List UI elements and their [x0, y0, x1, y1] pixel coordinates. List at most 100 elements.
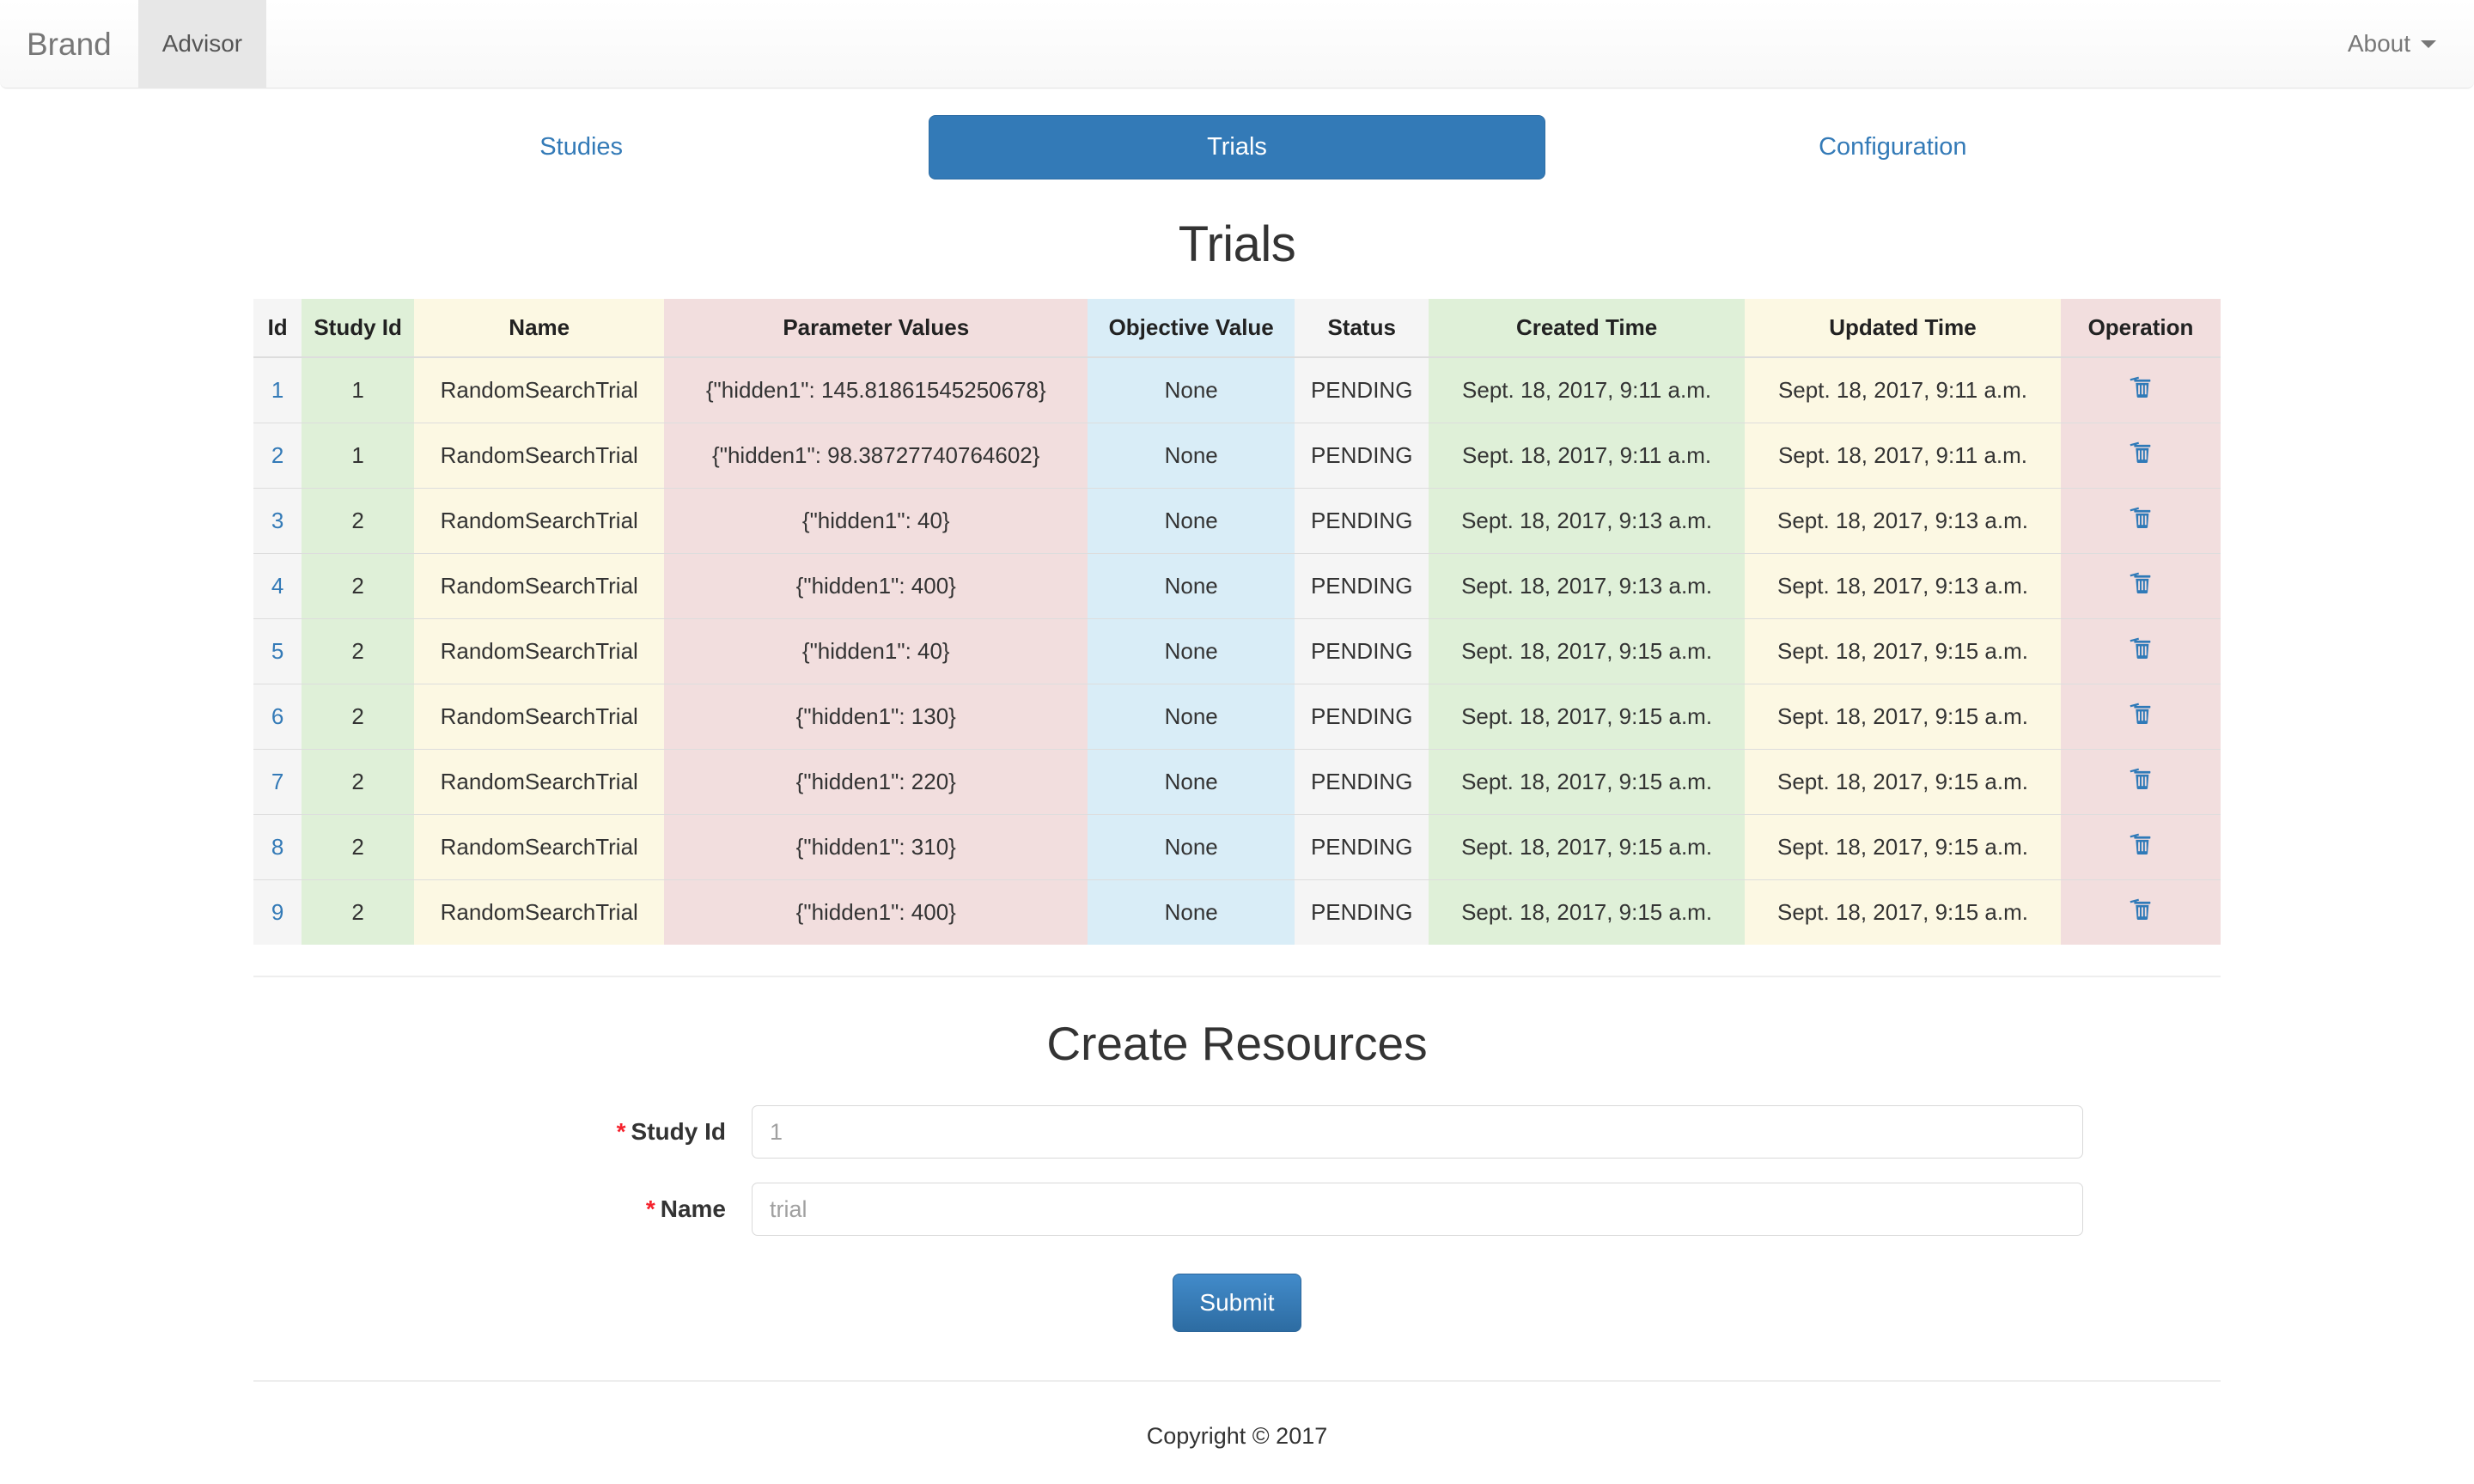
cell-status: PENDING — [1295, 618, 1429, 684]
trial-id-link[interactable]: 3 — [271, 508, 284, 533]
cell-created-time: Sept. 18, 2017, 9:11 a.m. — [1429, 356, 1746, 423]
trial-id-link[interactable]: 2 — [271, 442, 284, 468]
trial-id-link[interactable]: 5 — [271, 638, 284, 664]
cell-operation — [2060, 356, 2221, 423]
cell-objective-value: None — [1088, 749, 1295, 815]
label-name: *Name — [253, 1195, 752, 1223]
tab-configuration[interactable]: Configuration — [1819, 133, 1967, 161]
cell-status: PENDING — [1295, 423, 1429, 489]
cell-study-id: 2 — [302, 814, 414, 880]
cell-operation — [2060, 488, 2221, 554]
field-wrap-study-id — [752, 1105, 2221, 1159]
cell-objective-value: None — [1088, 684, 1295, 750]
copyright-text: Copyright © 2017 — [1146, 1423, 1328, 1449]
navbar-right: About — [2348, 0, 2474, 88]
cell-id: 3 — [253, 488, 302, 554]
trash-icon[interactable] — [2126, 895, 2155, 924]
required-marker: * — [645, 1195, 655, 1222]
cell-name: RandomSearchTrial — [413, 423, 665, 489]
trial-id-link[interactable]: 9 — [271, 899, 284, 925]
submit-button[interactable]: Submit — [1173, 1274, 1301, 1332]
cell-operation — [2060, 553, 2221, 619]
create-resources-title: Create Resources — [1046, 1017, 1428, 1070]
field-wrap-name — [752, 1183, 2221, 1236]
cell-parameter-values: {"hidden1": 145.81861545250678} — [664, 356, 1088, 423]
column-header-updated-time: Updated Time — [1745, 299, 2061, 358]
tab-trials[interactable]: Trials — [928, 115, 1545, 179]
column-header-operation: Operation — [2060, 299, 2221, 358]
brand-link[interactable]: Brand — [27, 26, 112, 62]
name-input[interactable] — [752, 1183, 2083, 1236]
cell-created-time: Sept. 18, 2017, 9:15 a.m. — [1429, 684, 1746, 750]
cell-id: 7 — [253, 749, 302, 815]
tab-bar: Studies Trials Configuration — [253, 115, 2221, 179]
cell-study-id: 2 — [302, 553, 414, 619]
cell-operation — [2060, 814, 2221, 880]
cell-created-time: Sept. 18, 2017, 9:15 a.m. — [1429, 618, 1746, 684]
column-header-name: Name — [413, 299, 665, 358]
cell-updated-time: Sept. 18, 2017, 9:13 a.m. — [1745, 488, 2061, 554]
trash-icon[interactable] — [2126, 830, 2155, 859]
cell-name: RandomSearchTrial — [413, 749, 665, 815]
cell-status: PENDING — [1295, 356, 1429, 423]
trial-id-link[interactable]: 6 — [271, 703, 284, 729]
cell-created-time: Sept. 18, 2017, 9:13 a.m. — [1429, 488, 1746, 554]
tab-cell-trials: Trials — [909, 115, 1564, 179]
cell-study-id: 2 — [302, 749, 414, 815]
column-header-status: Status — [1295, 299, 1429, 358]
column-header-parameter-values: Parameter Values — [664, 299, 1088, 358]
cell-status: PENDING — [1295, 684, 1429, 750]
trash-icon[interactable] — [2126, 569, 2155, 598]
cell-parameter-values: {"hidden1": 40} — [664, 488, 1088, 554]
trials-table-head: Id Study Id Name Parameter Values Object… — [253, 299, 2221, 358]
trial-id-link[interactable]: 1 — [271, 377, 284, 403]
cell-name: RandomSearchTrial — [413, 814, 665, 880]
cell-updated-time: Sept. 18, 2017, 9:11 a.m. — [1745, 356, 2061, 423]
cell-objective-value: None — [1088, 879, 1295, 945]
cell-status: PENDING — [1295, 488, 1429, 554]
cell-status: PENDING — [1295, 879, 1429, 945]
cell-parameter-values: {"hidden1": 400} — [664, 879, 1088, 945]
about-dropdown[interactable]: About — [2348, 30, 2436, 58]
trash-icon[interactable] — [2126, 634, 2155, 663]
cell-id: 9 — [253, 879, 302, 945]
column-header-objective-value: Objective Value — [1088, 299, 1295, 358]
cell-name: RandomSearchTrial — [413, 356, 665, 423]
tab-studies[interactable]: Studies — [539, 133, 624, 161]
required-marker: * — [616, 1118, 626, 1145]
cell-updated-time: Sept. 18, 2017, 9:15 a.m. — [1745, 618, 2061, 684]
cell-study-id: 2 — [302, 618, 414, 684]
page-container: Studies Trials Configuration Trials Id S… — [253, 88, 2221, 1484]
page-title: Trials — [1178, 216, 1296, 272]
about-label: About — [2347, 30, 2410, 57]
form-row-name: *Name — [253, 1183, 2221, 1236]
trash-icon[interactable] — [2126, 503, 2155, 532]
nav-item-advisor[interactable]: Advisor — [137, 0, 267, 88]
trash-icon[interactable] — [2126, 764, 2155, 794]
cell-created-time: Sept. 18, 2017, 9:15 a.m. — [1429, 814, 1746, 880]
study-id-input[interactable] — [752, 1105, 2083, 1159]
trial-id-link[interactable]: 4 — [271, 573, 284, 599]
cell-study-id: 1 — [302, 423, 414, 489]
cell-updated-time: Sept. 18, 2017, 9:13 a.m. — [1745, 553, 2061, 619]
trash-icon[interactable] — [2126, 373, 2155, 402]
trial-id-link[interactable]: 7 — [271, 769, 284, 794]
cell-parameter-values: {"hidden1": 98.38727740764602} — [664, 423, 1088, 489]
form-row-study-id: *Study Id — [253, 1105, 2221, 1159]
trash-icon[interactable] — [2126, 438, 2155, 467]
column-header-id: Id — [253, 299, 302, 358]
cell-study-id: 1 — [302, 356, 414, 423]
cell-study-id: 2 — [302, 684, 414, 750]
trial-id-link[interactable]: 8 — [271, 834, 284, 860]
trash-icon[interactable] — [2126, 699, 2155, 728]
cell-id: 1 — [253, 356, 302, 423]
cell-name: RandomSearchTrial — [413, 488, 665, 554]
label-study-id: *Study Id — [253, 1118, 752, 1146]
create-resources-form: *Study Id *Name Submit — [253, 1105, 2221, 1332]
